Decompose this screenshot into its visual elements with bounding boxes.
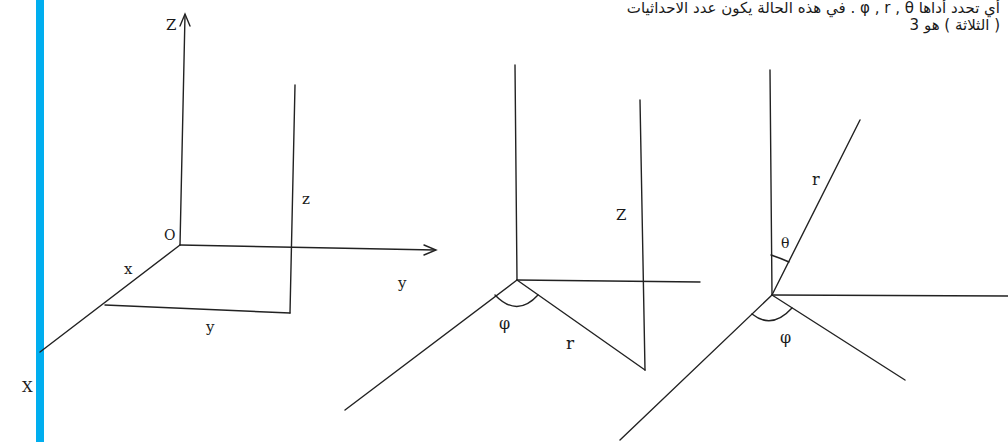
axis-label: O — [164, 228, 175, 242]
axis-label: θ — [781, 236, 789, 250]
note-text: أي تحدد أداها φ , r , θ . في هذه الحالة … — [627, 1, 1000, 16]
axis-label: Z — [616, 208, 626, 223]
axis-label: X — [22, 380, 33, 395]
axis-label: φ — [780, 330, 791, 346]
note-text: ( الثلاثة ) هو 3 — [910, 18, 1000, 33]
axis-label: x — [124, 262, 132, 277]
axis-label: r — [566, 335, 574, 352]
axis-label: y — [398, 276, 406, 291]
axis-label: r — [812, 172, 820, 188]
axis-label: y — [206, 320, 214, 335]
axis-label: φ — [499, 316, 510, 332]
axis-label: z — [302, 192, 310, 207]
axis-label: Z — [166, 18, 176, 33]
